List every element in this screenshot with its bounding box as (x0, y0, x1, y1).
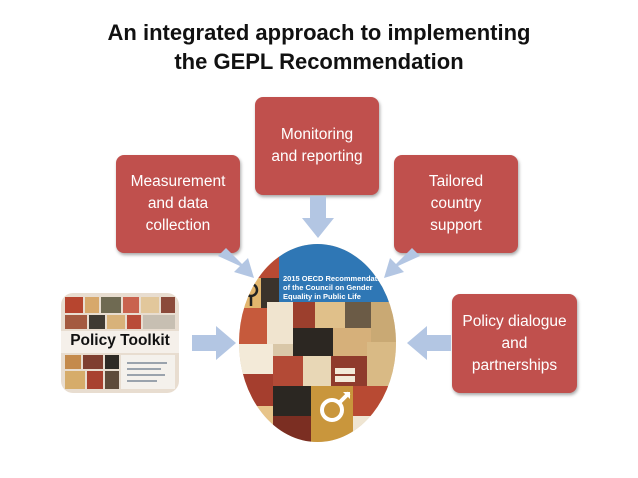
title-line-2: the GEPL Recommendation (174, 49, 464, 74)
tailored-box: Tailored country support (394, 155, 518, 253)
measurement-line-3: collection (145, 217, 211, 234)
policy-dialogue-line-2: and (501, 334, 528, 352)
tailored-line-1: Tailored (428, 173, 484, 190)
monitoring-line-2: and reporting (271, 148, 363, 165)
monitoring-line-1: Monitoring (280, 126, 354, 143)
policy-toolkit-label: Policy Toolkit (70, 332, 170, 349)
policy-dialogue-line-3: partnerships (471, 356, 558, 374)
policy-toolkit-image: Policy Toolkit (61, 293, 179, 393)
arrow-from-tailored (384, 248, 420, 278)
policy-dialogue-box: Policy dialogue and partnerships (452, 294, 577, 393)
recommendation-cover-text: 2015 OECD Recommendation of the Council … (283, 274, 389, 301)
monitoring-box: Monitoring and reporting (255, 97, 379, 195)
title-line-1: An integrated approach to implementing (107, 20, 531, 45)
arrow-from-toolkit (192, 326, 236, 360)
tailored-line-3: support (430, 217, 482, 234)
arrow-from-policy-dialogue (407, 326, 451, 360)
measurement-line-1: Measurement (130, 173, 226, 190)
arrow-from-monitoring (302, 196, 334, 238)
measurement-line-2: and data (147, 195, 209, 212)
arrow-from-measurement (218, 248, 254, 278)
policy-dialogue-line-1: Policy dialogue (462, 312, 567, 330)
measurement-box: Measurement and data collection (116, 155, 240, 253)
recommendation-cover-image: 2015 OECD Recommendation of the Council … (239, 244, 396, 442)
diagram-title: An integrated approach to implementing t… (0, 18, 638, 76)
tailored-line-2: country (430, 195, 482, 212)
